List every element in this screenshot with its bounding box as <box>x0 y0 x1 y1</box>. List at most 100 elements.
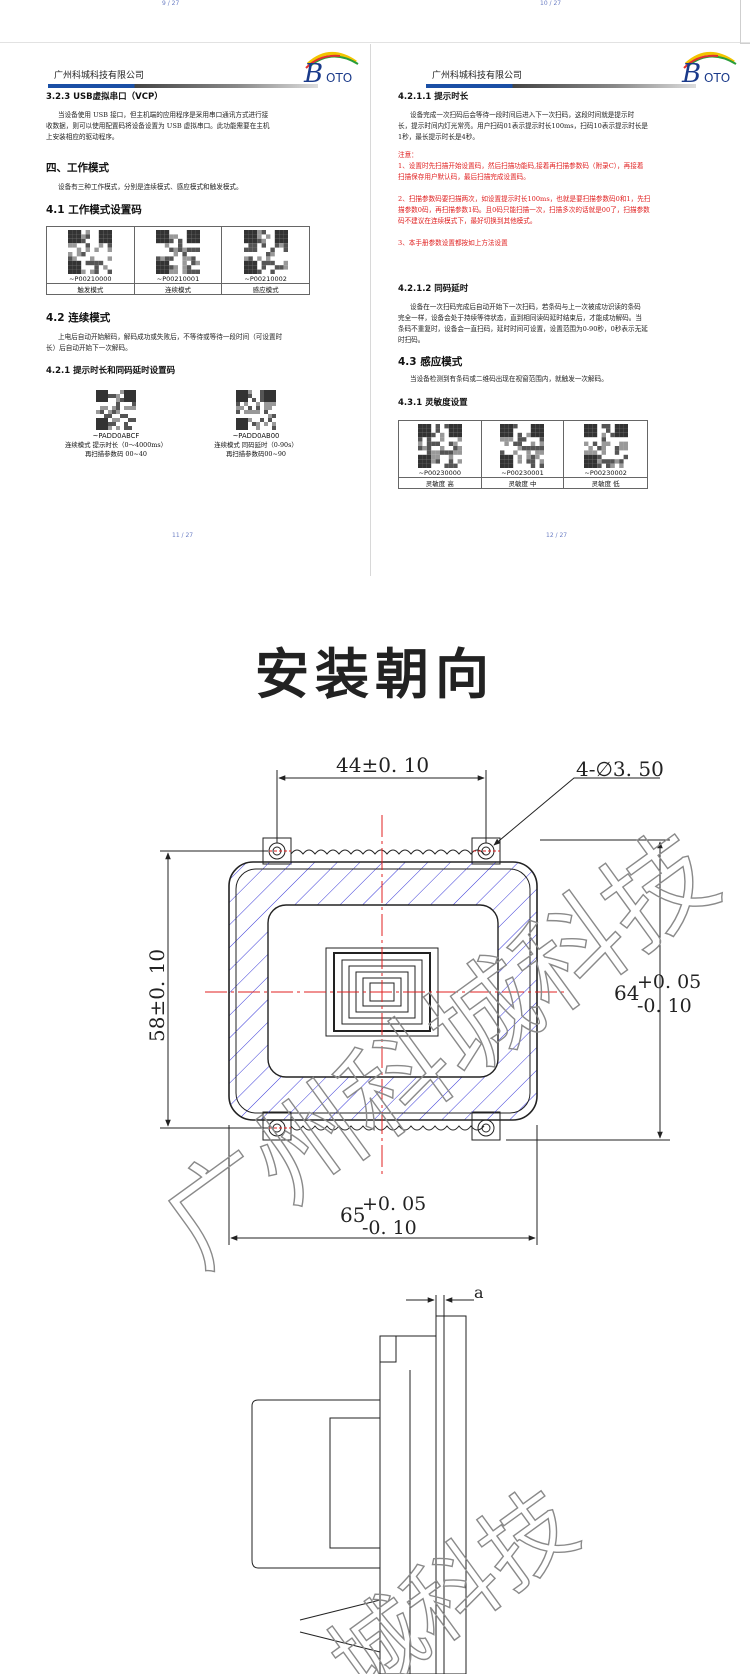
qr-module <box>278 230 284 235</box>
dim-label-a: a <box>474 1283 484 1302</box>
qr-module <box>453 446 458 451</box>
qr-module <box>186 265 192 270</box>
qr-module <box>96 422 100 426</box>
qr-module <box>583 459 589 464</box>
qr-module <box>283 234 288 239</box>
boto-logo-icon: B OTO <box>303 52 359 88</box>
qr-module <box>272 414 276 418</box>
qr-module <box>244 402 248 406</box>
paragraph-line: 设备在一次扫码完成后自动开始下一次扫码，若条码与上一次被成功识读的条码 <box>410 303 641 311</box>
qr-module <box>164 256 170 261</box>
page-number: 10 / 27 <box>540 0 562 7</box>
qr-module <box>422 424 427 429</box>
qr-module <box>132 418 136 422</box>
qr-module <box>531 459 536 464</box>
qr-module <box>132 406 136 410</box>
qr-module <box>610 463 615 468</box>
qr-module <box>195 260 200 266</box>
qr-module <box>256 426 260 430</box>
paragraph-line: 上电后自动开始解码，解码成功或失败后，不等待或等待一段时间（可设置时 <box>58 333 283 341</box>
paragraph-line: 当设备使用 USB 接口，但主机端的应用程序是采用串口通讯方式进行接 <box>58 111 269 119</box>
qr-module <box>270 247 275 252</box>
qr-module <box>500 437 505 442</box>
qr-module <box>103 265 108 270</box>
qr-module <box>272 394 276 398</box>
qr-module <box>268 394 272 398</box>
qr-module <box>243 238 249 244</box>
qr-module <box>614 432 619 438</box>
qr-module <box>85 230 91 235</box>
divider <box>0 42 750 43</box>
paragraph-line: 长）后自动开始下一次解码。 <box>46 344 132 352</box>
paragraph-line: 上安装相应的驱动程序。 <box>46 133 119 141</box>
qr-module <box>610 432 615 438</box>
qr-module <box>68 269 73 274</box>
qr-module <box>601 432 606 438</box>
qr-module <box>164 230 170 235</box>
qr-module <box>504 428 510 433</box>
mode-label: 感应模式 <box>221 283 310 295</box>
qr-module <box>160 260 165 266</box>
qr-code-label: ~P00230001 <box>501 469 544 477</box>
page-number: 11 / 27 <box>172 532 194 539</box>
paragraph-line: 设备有三种工作模式，分别是连续模式、感应模式和触发模式。 <box>58 183 243 191</box>
qr-module <box>435 454 440 460</box>
qr-module <box>283 265 288 270</box>
qr-module <box>104 418 108 422</box>
qr-module <box>601 437 606 442</box>
qr-module <box>596 459 602 464</box>
qr-module <box>186 256 192 261</box>
qr-code-desc: 连续模式 提示时长（0～4000ms） <box>65 441 167 449</box>
qr-module <box>81 252 86 257</box>
qr-module <box>90 260 95 266</box>
qr-module <box>120 414 124 418</box>
qr-module <box>422 446 427 451</box>
qr-module <box>540 424 545 429</box>
qr-module <box>169 256 174 261</box>
qr-module <box>77 230 82 235</box>
qr-module <box>444 450 449 455</box>
qr-module <box>260 394 264 398</box>
qr-module <box>124 394 128 398</box>
qr-module <box>177 247 183 252</box>
qr-module <box>124 390 128 394</box>
qr-module <box>240 426 244 430</box>
previous-pages-strip: 9 / 27 10 / 27 <box>0 0 750 44</box>
qr-module <box>77 252 82 257</box>
qr-module <box>500 428 505 433</box>
qr-module <box>155 269 161 274</box>
qr-module <box>504 437 510 442</box>
qr-module <box>588 450 593 455</box>
qr-module <box>435 428 440 433</box>
qr-module <box>513 450 519 455</box>
qr-module <box>439 450 445 455</box>
qr-module <box>513 441 519 446</box>
qr-module <box>72 238 78 244</box>
section-heading: 4.2.1.2 同码延时 <box>398 284 469 294</box>
qr-module <box>426 450 432 455</box>
qr-module <box>623 432 628 438</box>
qr-module <box>116 398 120 402</box>
qr-code-desc: 再扫描参数码 00~40 <box>85 450 147 458</box>
qr-module <box>77 265 82 270</box>
qr-module <box>610 459 615 464</box>
boto-logo-icon: B OTO <box>681 52 737 88</box>
dim-label-right-base: 64 <box>614 981 639 1005</box>
paragraph-line: 完全一样，设备会处于持续等待状态，直到相同读码延时结束后，才能成功解码。当 <box>398 314 642 322</box>
dim-label-holes: 4-∅3. 50 <box>576 757 664 781</box>
qr-module <box>191 234 196 239</box>
qr-module <box>72 265 78 270</box>
qr-module <box>252 260 257 266</box>
qr-module <box>244 426 248 430</box>
qr-module <box>583 428 589 433</box>
leader-holes <box>493 777 660 846</box>
qr-module <box>124 406 128 410</box>
qr-module <box>195 247 200 252</box>
body-edge <box>299 1599 381 1621</box>
qr-module <box>103 230 108 235</box>
qr-module <box>173 247 178 252</box>
qr-module <box>177 238 183 244</box>
qr-module <box>588 432 593 438</box>
qr-module <box>261 238 266 244</box>
qr-module <box>248 260 253 266</box>
